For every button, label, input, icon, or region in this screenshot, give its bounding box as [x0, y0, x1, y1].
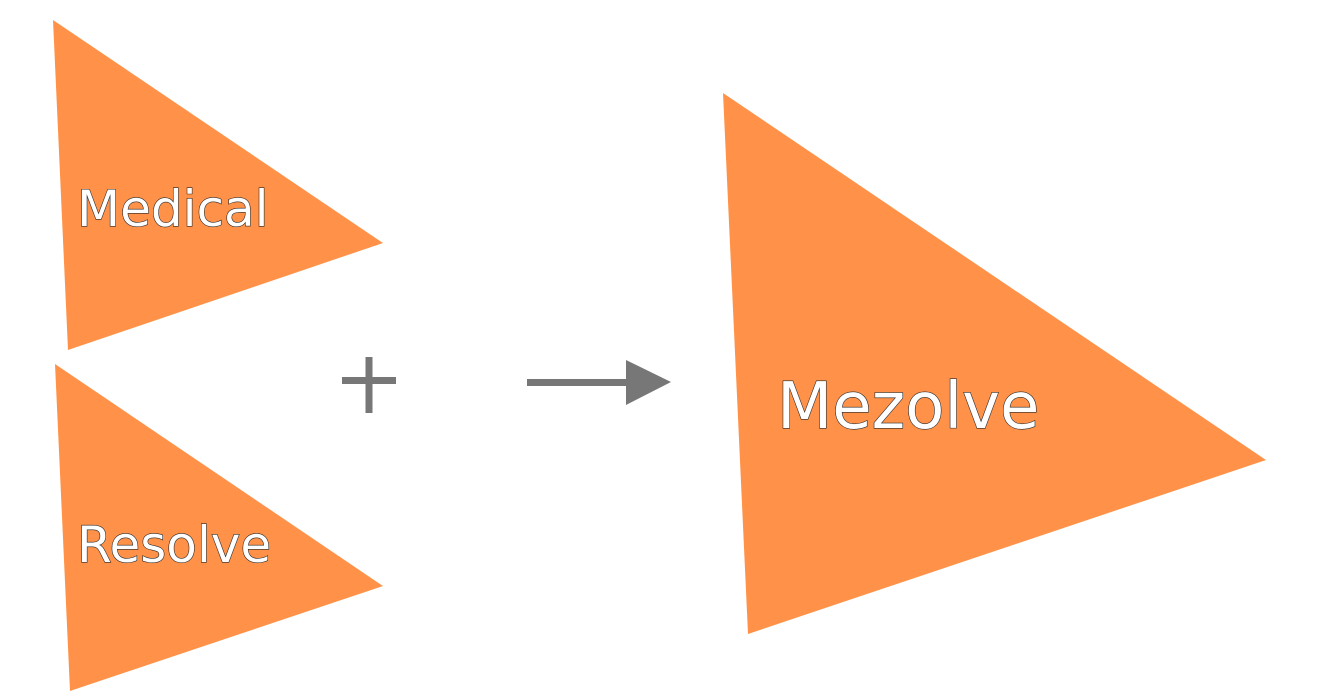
triangle-shape	[53, 20, 383, 350]
input-triangle-resolve: Resolve	[55, 364, 383, 691]
result-triangle-mezolve: Mezolve	[723, 93, 1266, 634]
triangle-label-resolve: Resolve	[77, 516, 271, 574]
plus-icon	[342, 357, 396, 413]
triangle-label-medical: Medical	[77, 180, 269, 238]
input-triangle-medical: Medical	[53, 20, 383, 350]
triangle-shape	[55, 364, 383, 691]
triangle-label-mezolve: Mezolve	[777, 370, 1039, 444]
arrow-right-icon	[527, 360, 671, 405]
triangle-shape	[723, 93, 1266, 634]
